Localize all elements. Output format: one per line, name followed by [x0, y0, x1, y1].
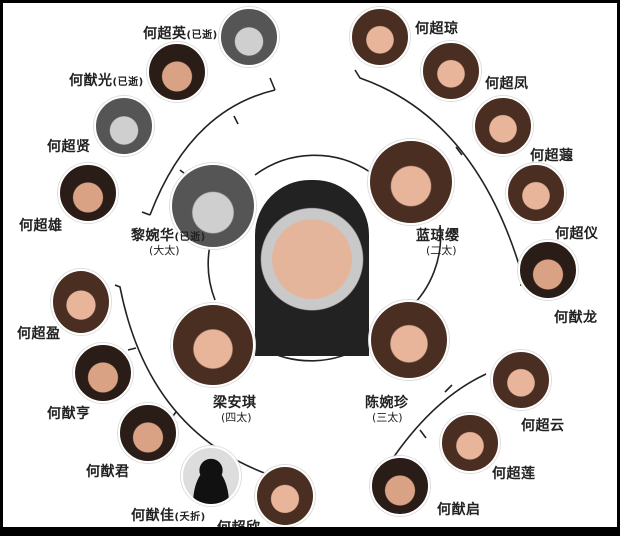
wife3-title: (三太) [372, 411, 403, 424]
child-label: 何超贤 [47, 139, 91, 155]
wife4-children-arc [114, 284, 286, 490]
wife2-photo [368, 139, 454, 225]
child-label: 何超雄 [19, 218, 63, 234]
child-photo [147, 42, 207, 102]
wife2-children-arc [354, 69, 527, 286]
child-photo [51, 269, 111, 335]
child-photo [219, 7, 279, 67]
child-photo [491, 350, 551, 410]
child-label: 何超仪 [555, 226, 599, 242]
child-photo [73, 343, 133, 403]
wife1-title: (大太) [149, 244, 180, 257]
child-photo [255, 465, 315, 527]
wife1-children-arc [141, 77, 276, 216]
child-label: 何超云 [521, 418, 565, 434]
wife3-label: 陈婉珍 [365, 395, 409, 411]
child-label: 何猷君 [86, 464, 130, 480]
child-label: 何猷光(已逝) [69, 73, 144, 89]
child-label: 何猷启 [437, 502, 481, 518]
child-photo [94, 96, 154, 156]
child-label: 何超莲 [492, 466, 536, 482]
wife2-label: 蓝琼缨 [416, 228, 460, 244]
wife4-photo [171, 303, 255, 387]
wife1-label: 黎婉华(已逝) [131, 228, 206, 244]
wife1-photo [170, 163, 256, 249]
child-label: 何超英(已逝) [143, 26, 218, 42]
wife4-label: 梁安琪 [213, 395, 257, 411]
wife3-photo [369, 300, 449, 380]
child-label: 何超琼 [415, 21, 459, 37]
wife4-title: (四太) [221, 411, 252, 424]
child-label: 何猷龙 [554, 310, 598, 326]
child-photo [518, 240, 578, 300]
child-photo [58, 163, 118, 223]
child-photo [370, 456, 430, 516]
child-photo [506, 163, 566, 223]
child-photo [421, 41, 481, 101]
center-ring [207, 154, 442, 362]
child-photo [118, 403, 178, 463]
child-photo [440, 413, 500, 473]
silhouette-photo [181, 446, 241, 506]
child-label: 何超凤 [485, 76, 529, 92]
center-person-photo [255, 180, 369, 356]
family-tree-diagram: 黎婉华(已逝) (大太) 蓝琼缨 (二太) 陈婉珍 (三太) 梁安琪 (四太) … [3, 3, 617, 527]
child-label: 何超欣 [217, 517, 261, 527]
child-label: 何猷亨 [47, 406, 91, 422]
child-label: 何超蕸 [530, 148, 574, 164]
child-label: 何猷佳(夭折) [131, 508, 206, 524]
child-photo [350, 7, 410, 67]
child-label: 何超盈 [17, 326, 61, 342]
wife2-title: (二太) [426, 244, 457, 257]
child-photo [473, 96, 533, 156]
